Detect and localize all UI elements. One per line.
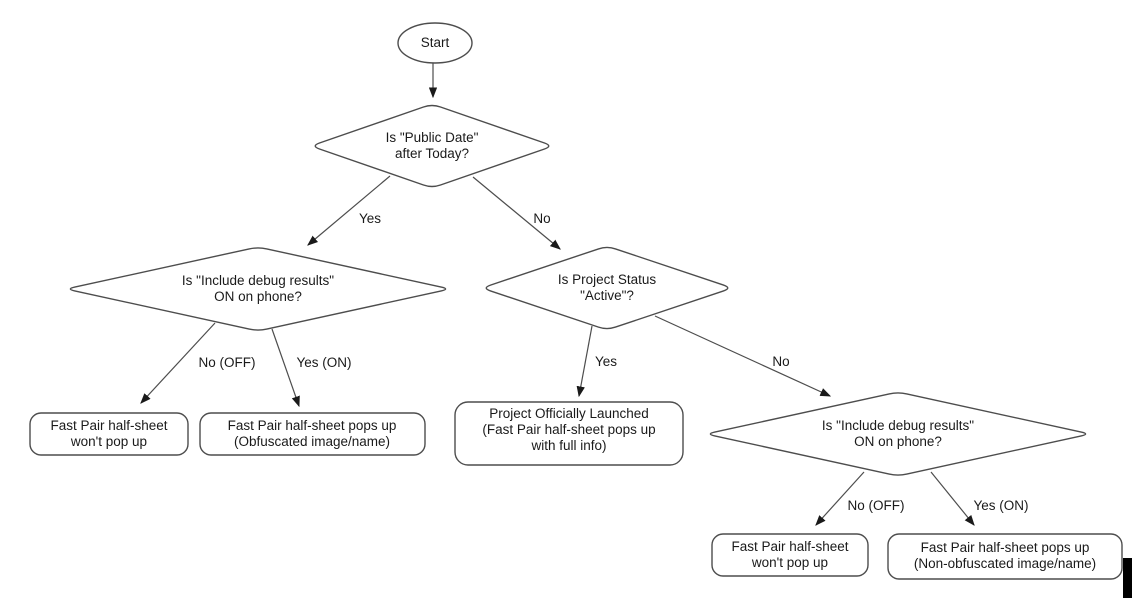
decision-project-status-line2: "Active"? xyxy=(580,288,634,303)
edge-status-yes xyxy=(576,325,593,398)
decision-debug-left-line2: ON on phone? xyxy=(214,289,302,304)
decision-public-date xyxy=(314,104,550,188)
decision-debug-right xyxy=(709,392,1087,476)
decision-debug-right-line2: ON on phone? xyxy=(854,434,942,449)
edge-status-no xyxy=(654,315,832,397)
decision-public-date-line2: after Today? xyxy=(395,146,469,161)
edge-label-yes: Yes xyxy=(359,211,381,226)
cursor-bar-artifact xyxy=(1123,558,1132,598)
decision-debug-left-line1: Is "Include debug results" xyxy=(182,273,334,288)
outcome-no-popup-left xyxy=(29,412,189,456)
outcome-launched-line1: Project Officially Launched xyxy=(489,406,649,421)
edge-label-no: No xyxy=(533,211,550,226)
outcome-launched xyxy=(454,401,684,466)
edge-label-no: No xyxy=(772,354,789,369)
outcome-obfuscated-line1: Fast Pair half-sheet pops up xyxy=(228,418,397,433)
edge-label-yes-on: Yes (ON) xyxy=(296,355,351,370)
start-node xyxy=(397,22,473,64)
edge-public-date-no xyxy=(472,176,561,250)
outcome-non-obfuscated-line1: Fast Pair half-sheet pops up xyxy=(921,540,1090,555)
outcome-no-popup-right-line1: Fast Pair half-sheet xyxy=(731,539,848,554)
decision-public-date-line1: Is "Public Date" xyxy=(386,130,479,145)
outcome-non-obfuscated xyxy=(887,533,1123,580)
decision-debug-left xyxy=(69,247,447,331)
edge-label-no-off: No (OFF) xyxy=(848,498,905,513)
edge-label-yes-on: Yes (ON) xyxy=(973,498,1028,513)
outcome-launched-line2: (Fast Pair half-sheet pops up xyxy=(482,422,655,437)
edge-debug-left-yes-on xyxy=(271,328,300,408)
outcome-non-obfuscated-line2: (Non-obfuscated image/name) xyxy=(914,556,1096,571)
outcome-obfuscated-line2: (Obfuscated image/name) xyxy=(234,434,390,449)
decision-project-status-line1: Is Project Status xyxy=(558,272,657,287)
outcome-no-popup-right xyxy=(711,533,869,577)
edge-debug-right-yes-on xyxy=(930,471,975,526)
edge-public-date-yes xyxy=(307,175,391,246)
outcome-no-popup-right-line2: won't pop up xyxy=(751,555,828,570)
outcome-obfuscated xyxy=(199,412,426,456)
outcome-no-popup-left-line2: won't pop up xyxy=(70,434,147,449)
start-node-label: Start xyxy=(421,35,450,50)
edge-debug-left-no-off xyxy=(140,322,216,404)
outcome-launched-line3: with full info) xyxy=(530,438,606,453)
edge-label-no-off: No (OFF) xyxy=(199,355,256,370)
decision-project-status xyxy=(485,246,729,330)
edge-debug-right-no-off xyxy=(815,471,865,526)
decision-debug-right-line1: Is "Include debug results" xyxy=(822,418,974,433)
outcome-no-popup-left-line1: Fast Pair half-sheet xyxy=(50,418,167,433)
edge-label-yes: Yes xyxy=(595,354,617,369)
